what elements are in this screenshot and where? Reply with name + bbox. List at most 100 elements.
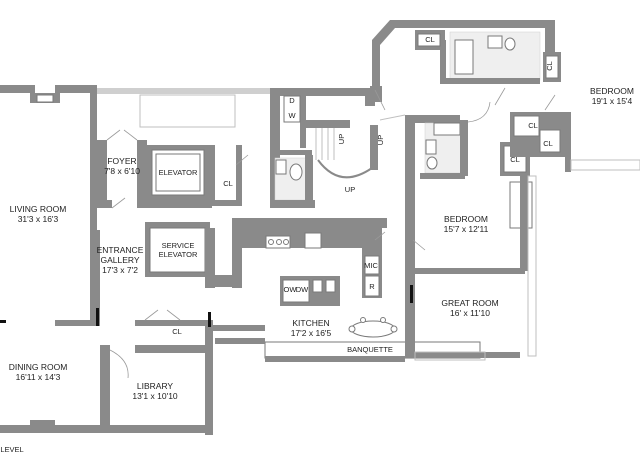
stair-rail bbox=[317, 140, 373, 179]
wall bbox=[0, 425, 210, 433]
fireplace-opening bbox=[36, 94, 54, 103]
bedroom-door bbox=[412, 239, 426, 251]
toilet bbox=[504, 37, 516, 51]
foyer-name: FOYER bbox=[107, 156, 136, 166]
living-room-name: LIVING ROOM bbox=[10, 204, 67, 214]
dryer-label: D bbox=[289, 96, 295, 105]
banquette-name: BANQUETTE bbox=[347, 345, 393, 354]
window bbox=[379, 114, 406, 121]
wall bbox=[236, 145, 242, 205]
wall bbox=[270, 200, 315, 208]
wall bbox=[215, 338, 265, 344]
wall bbox=[205, 320, 213, 435]
foyer-door bbox=[111, 197, 126, 209]
wall bbox=[460, 120, 468, 176]
island-appliance bbox=[282, 279, 310, 303]
window bbox=[527, 175, 537, 357]
refrigerator bbox=[364, 275, 380, 297]
bath-sink bbox=[425, 139, 437, 155]
library-dims: 13'1 x 10'10 bbox=[132, 391, 178, 401]
closet-interior bbox=[417, 33, 441, 47]
wall bbox=[210, 275, 235, 287]
wall bbox=[440, 78, 540, 84]
dining-table bbox=[350, 320, 396, 338]
closet-interior bbox=[513, 115, 540, 137]
closet-label: CL bbox=[172, 327, 182, 336]
library-door bbox=[144, 309, 181, 321]
wall bbox=[305, 155, 313, 205]
wall bbox=[405, 268, 525, 274]
wall bbox=[370, 125, 378, 170]
library-door bbox=[109, 349, 129, 379]
microwave bbox=[364, 255, 380, 275]
bedroom-1-name: BEDROOM bbox=[590, 86, 634, 96]
elevator-inner bbox=[155, 153, 201, 192]
terrace-stairs-outline bbox=[139, 94, 236, 128]
wall bbox=[232, 228, 242, 288]
wall bbox=[90, 85, 97, 235]
closet-interior bbox=[545, 55, 559, 79]
great-room-dims: 16' x 11'10 bbox=[450, 308, 490, 318]
closet-label: CL bbox=[425, 35, 435, 44]
chair bbox=[390, 325, 398, 333]
bathtub bbox=[433, 122, 461, 136]
bath-door bbox=[467, 101, 491, 123]
dining-room-dims: 16'11 x 14'3 bbox=[16, 372, 61, 382]
wall bbox=[520, 176, 528, 271]
burner bbox=[268, 239, 274, 245]
wall bbox=[210, 325, 265, 331]
wall bbox=[55, 85, 95, 93]
library-name: LIBRARY bbox=[137, 381, 174, 391]
level-label: LEVEL bbox=[0, 445, 23, 454]
service-elevator-name: SERVICE bbox=[162, 241, 195, 250]
hall-door bbox=[374, 89, 386, 111]
island-sink bbox=[325, 279, 336, 293]
elevator-name: ELEVATOR bbox=[159, 168, 198, 177]
door-jamb bbox=[410, 285, 413, 303]
sink bbox=[275, 159, 287, 175]
bedroom-door bbox=[494, 87, 556, 111]
wall bbox=[97, 200, 112, 208]
wall bbox=[90, 230, 100, 325]
bathtub bbox=[454, 39, 474, 75]
closet-door bbox=[235, 154, 249, 166]
door-jamb bbox=[0, 320, 6, 323]
toilet bbox=[289, 163, 303, 181]
wall bbox=[270, 88, 280, 208]
burner bbox=[276, 239, 282, 245]
wall bbox=[280, 150, 312, 155]
chair bbox=[360, 317, 366, 323]
entrance-gallery-name-2: GALLERY bbox=[100, 255, 139, 265]
wall bbox=[137, 200, 212, 208]
closet-labels: CL CL CL CL CL CL CL bbox=[172, 35, 554, 336]
great-room-name: GREAT ROOM bbox=[441, 298, 498, 308]
wall bbox=[55, 320, 100, 326]
oven-label: OW bbox=[284, 285, 298, 294]
bedroom-1-dims: 19'1 x 15'4 bbox=[592, 96, 633, 106]
wall bbox=[405, 352, 520, 358]
wall bbox=[265, 356, 405, 362]
terrace-ledge bbox=[95, 88, 275, 94]
closet-interior bbox=[539, 129, 561, 153]
wall bbox=[440, 40, 446, 82]
closet-label: CL bbox=[543, 139, 553, 148]
entrance-gallery-dims: 17'3 x 7'2 bbox=[102, 265, 138, 275]
kitchen-sink bbox=[304, 232, 322, 249]
wall bbox=[420, 173, 465, 179]
wall bbox=[135, 320, 210, 326]
wall bbox=[232, 218, 387, 228]
stair-up-label: UP bbox=[376, 135, 385, 145]
wall bbox=[100, 345, 110, 425]
stair-up-label: UP bbox=[337, 134, 346, 144]
wall bbox=[300, 96, 306, 148]
closet-label: CL bbox=[545, 61, 554, 71]
door-jamb bbox=[208, 312, 211, 327]
microwave-label: MIC bbox=[364, 261, 378, 270]
stair-treads bbox=[315, 128, 335, 160]
closet-label: CL bbox=[510, 155, 520, 164]
island-sink bbox=[312, 279, 323, 293]
wall bbox=[372, 20, 555, 86]
foyer-dims: 7'8 x 6'10 bbox=[104, 166, 140, 176]
